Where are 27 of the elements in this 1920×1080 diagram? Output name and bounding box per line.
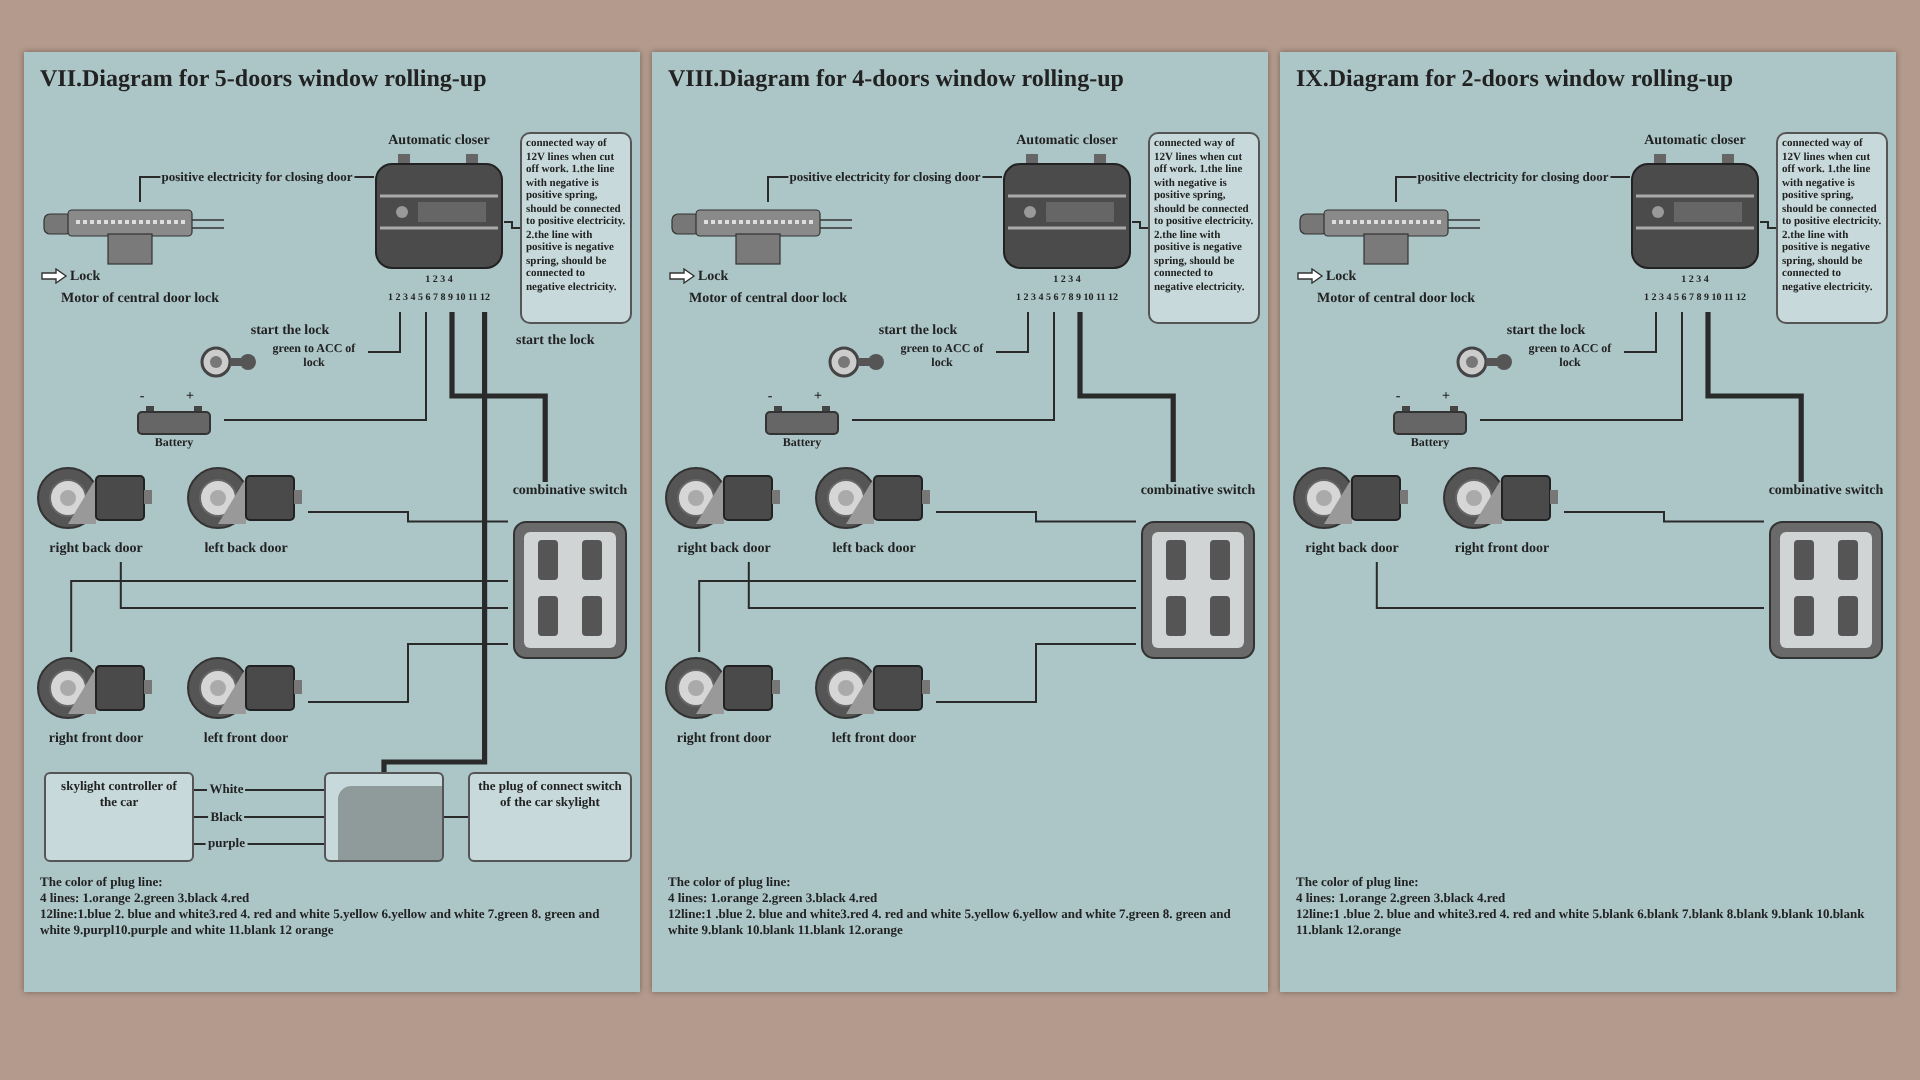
wire [223,311,427,421]
wire [119,561,509,609]
manual-page [1280,52,1896,992]
wire [367,311,401,353]
wire-bundle [1705,312,1804,482]
wire [935,511,1137,523]
wire [307,643,509,703]
wire [1375,561,1765,609]
wire-bundle [381,312,488,772]
manual-page [24,52,640,992]
wire [1623,311,1657,353]
switch-plug [324,772,444,862]
wire-bundle [449,312,548,482]
wire [935,643,1137,703]
section-title: VIII.Diagram for 4-doors window rolling-up [668,64,1124,94]
wire [1479,311,1683,421]
wire [995,311,1029,353]
wire [307,511,509,523]
wire [851,311,1055,421]
manual-page [652,52,1268,992]
section-title: VII.Diagram for 5-doors window rolling-up [40,64,487,94]
wire [747,561,1137,609]
wire-bundle [1077,312,1176,482]
section-title: IX.Diagram for 2-doors window rolling-up [1296,64,1734,94]
wire [1563,511,1765,523]
wire [698,580,1137,653]
wire [70,580,509,653]
